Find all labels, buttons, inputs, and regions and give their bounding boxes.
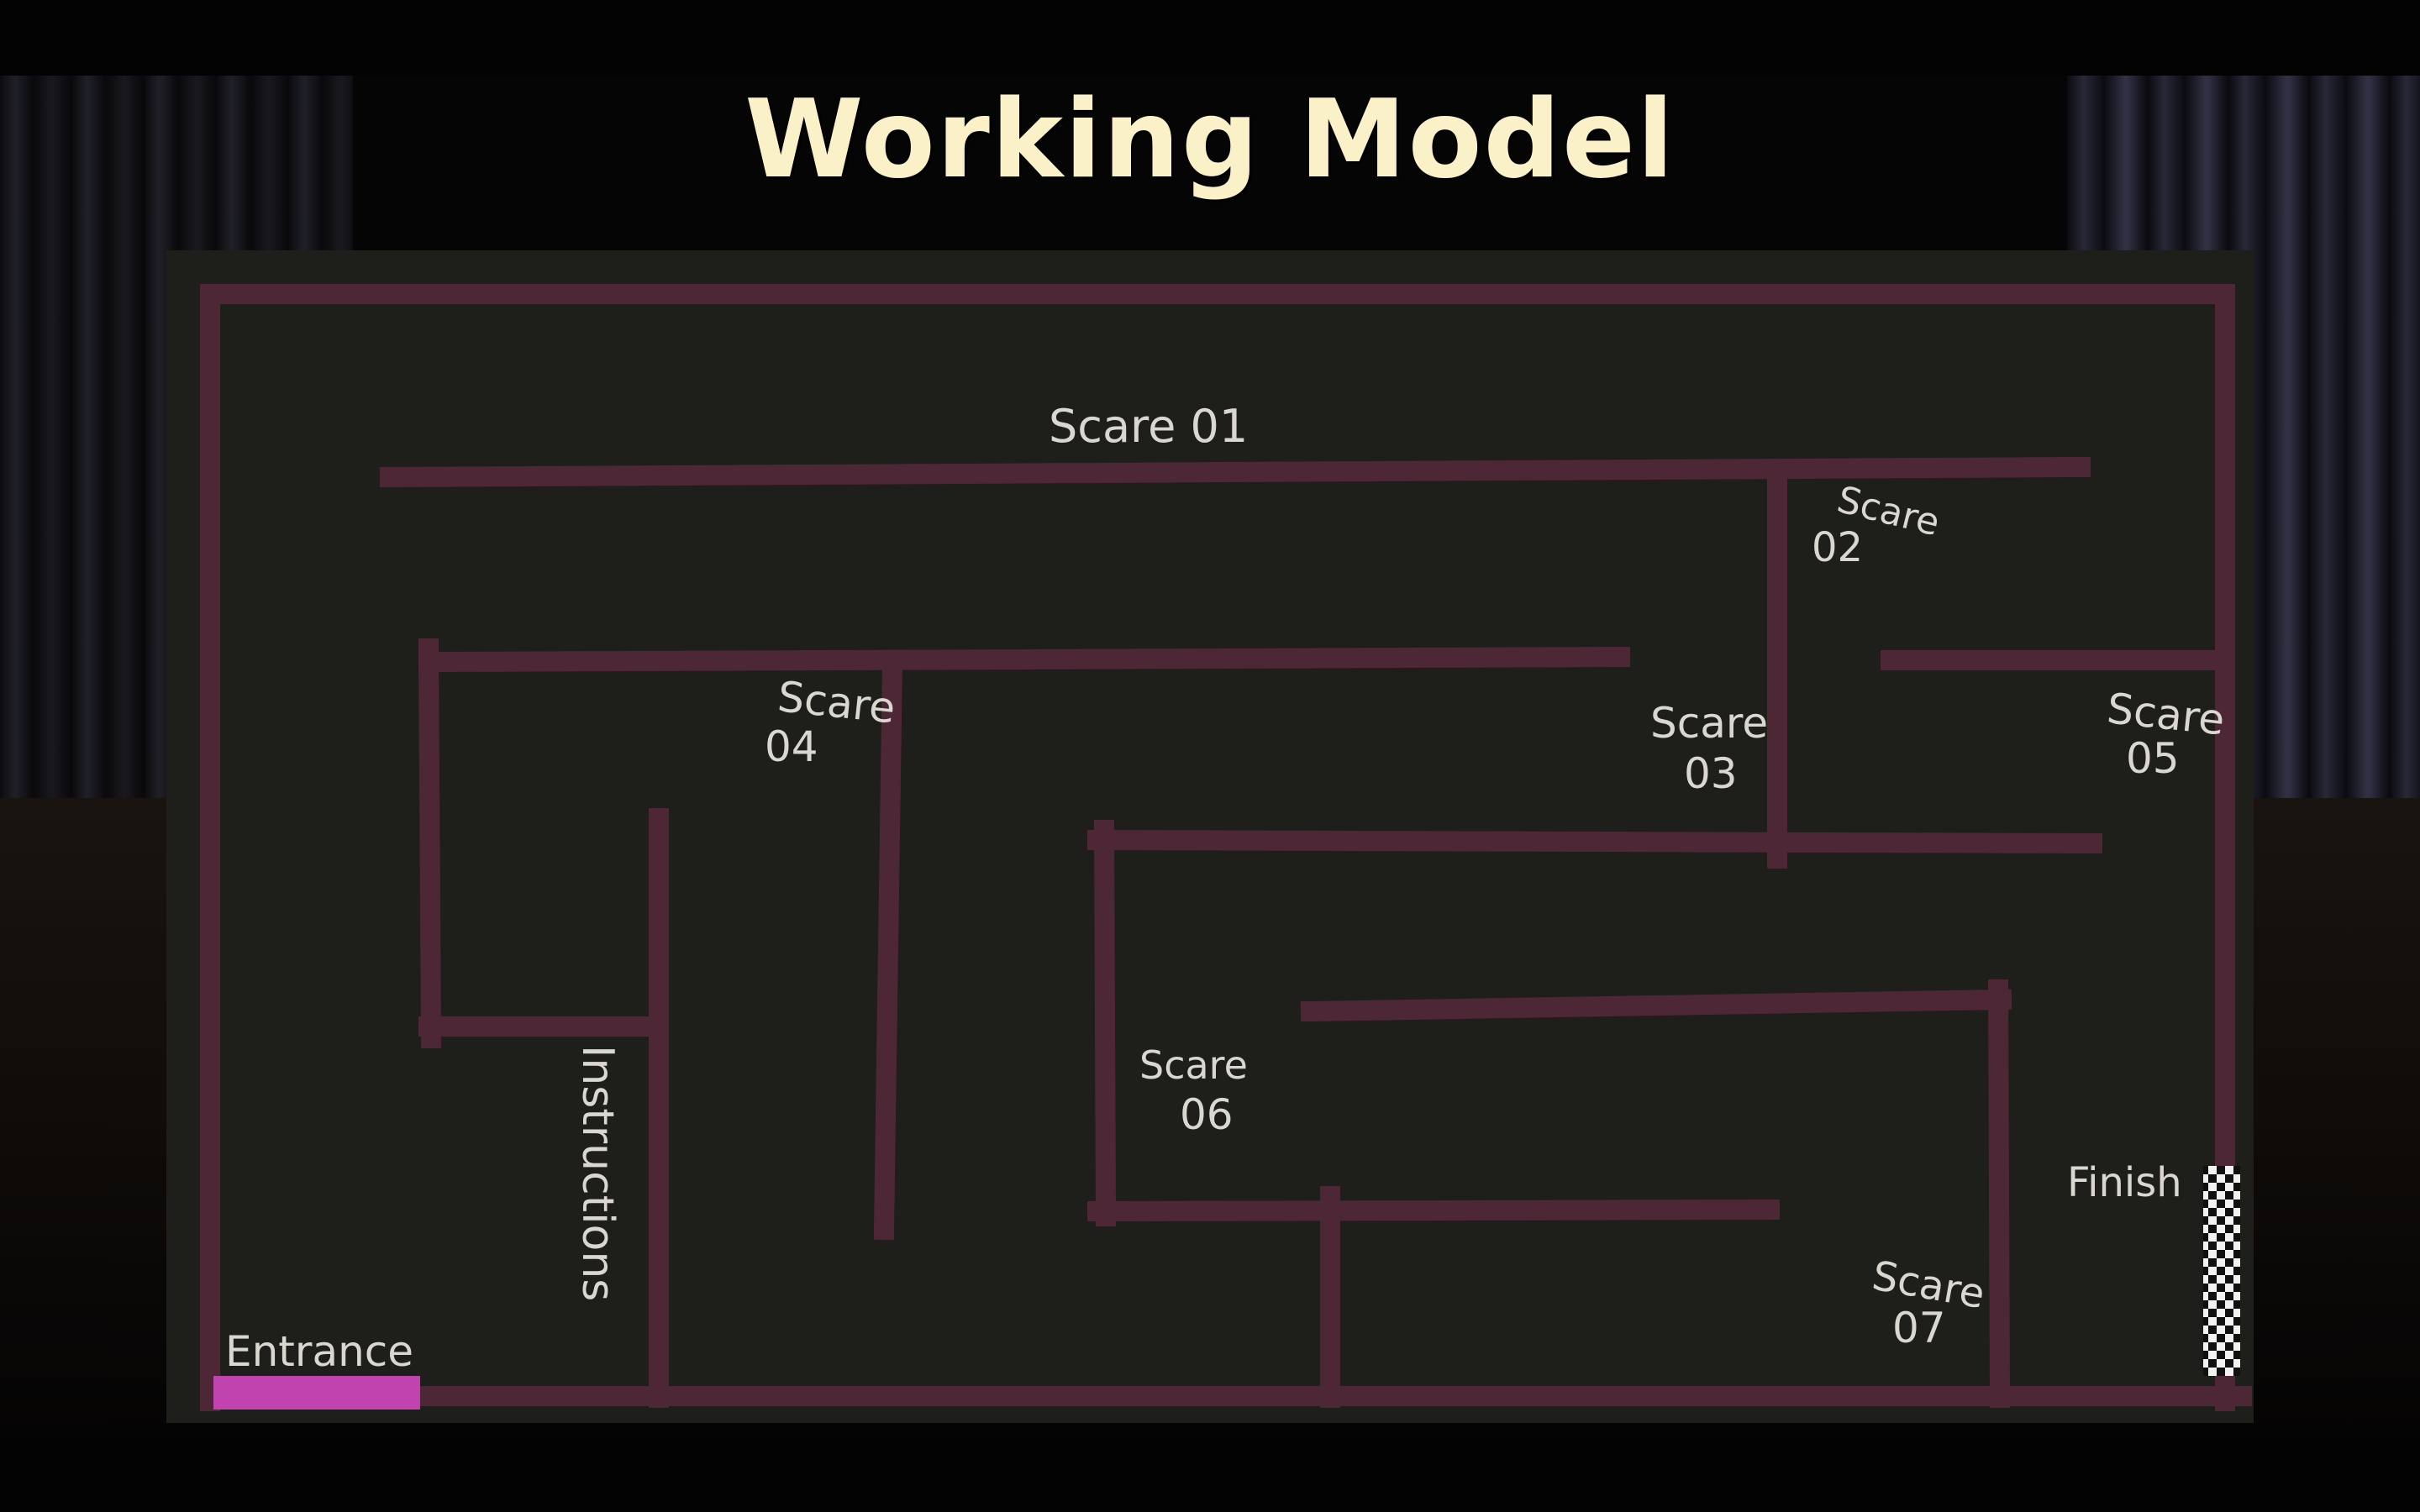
- bottom-letterbox: [0, 1436, 2420, 1512]
- maze-walls: [200, 284, 2252, 1411]
- finish-label: Finish: [2067, 1159, 2182, 1206]
- wall-middle-long: [1086, 829, 2103, 854]
- scare02-label-line2: 02: [1812, 524, 1863, 571]
- scare01-label: Scare 01: [1049, 400, 1248, 453]
- scare05-label-line2: 05: [2126, 734, 2180, 783]
- scare07-label-line2: 07: [1892, 1304, 1946, 1352]
- top-letterbox: [0, 0, 2420, 76]
- scare06-label-line1: Scare: [1139, 1042, 1248, 1088]
- finish-checkered-flag: [2203, 1166, 2240, 1376]
- wall-scare06-vertical: [1093, 819, 1117, 1227]
- wall-center-top: [1300, 989, 2012, 1022]
- wall-left-loop-vertical: [418, 638, 442, 1049]
- wall-scare06-bottom: [1086, 1199, 1781, 1222]
- scare03-label-line1: Scare: [1650, 699, 1768, 748]
- wall-scare04-vertical: [873, 651, 903, 1241]
- wall-scare04-top: [418, 646, 1631, 673]
- scare06-label-line2: 06: [1180, 1090, 1234, 1139]
- entrance-marker: [213, 1376, 420, 1410]
- entrance-label: Entrance: [225, 1327, 413, 1376]
- wall-scare01: [379, 456, 2091, 488]
- slide-title: Working Model: [744, 77, 1676, 202]
- wall-scare07-vertical: [1987, 979, 2011, 1409]
- scare03-label-line2: 03: [1684, 749, 1738, 798]
- instructions-label: Instructions: [572, 1045, 623, 1301]
- maze-board: Scare 01 Scare 02 Scare 03 Scare 04 Scar…: [166, 250, 2254, 1423]
- scare04-label-line2: 04: [765, 722, 818, 771]
- maze-diagram: Scare 01 Scare 02 Scare 03 Scare 04 Scar…: [200, 284, 2252, 1411]
